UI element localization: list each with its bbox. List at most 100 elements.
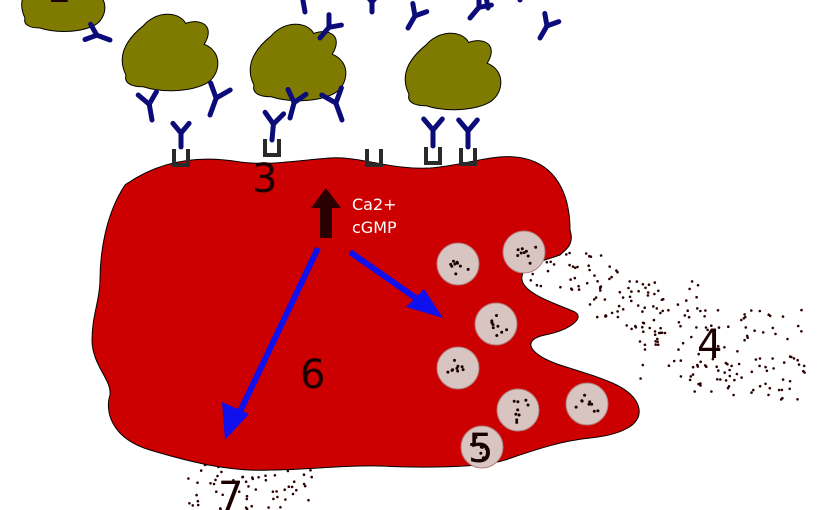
mediator-dot — [216, 474, 219, 478]
mediator-dot — [188, 502, 191, 505]
mediator-dot — [237, 490, 241, 494]
ion-label-ca: Ca2+ — [352, 195, 397, 214]
increase-arrow-head — [311, 188, 341, 208]
mediator-dot — [286, 469, 290, 473]
mediator-dot — [573, 266, 577, 270]
mediator-dot — [677, 321, 681, 324]
mediator-dot — [549, 260, 552, 264]
mediator-dot — [647, 283, 651, 287]
antibodies — [82, 0, 562, 150]
mediator-dot — [723, 371, 726, 374]
mediator-dot — [212, 482, 216, 486]
mediator-dot — [577, 284, 580, 288]
mediator-dot — [284, 498, 287, 501]
mediator-dot — [767, 393, 770, 397]
mediator-dot — [772, 367, 775, 370]
mediator-dot — [696, 283, 700, 287]
label-5: 5 — [468, 426, 493, 472]
mediator-dot — [743, 313, 746, 316]
mediator-dot — [754, 358, 758, 361]
released-mediators-4 — [529, 248, 806, 401]
mediator-dot — [588, 303, 592, 306]
mediator-dot — [220, 470, 223, 474]
mediator-dot — [641, 325, 644, 329]
mediator-dot — [287, 485, 291, 489]
mediator-dot — [716, 378, 719, 381]
mediator-dot — [774, 332, 777, 336]
mediator-dot — [796, 358, 799, 362]
mediator-dot — [245, 507, 249, 510]
mediator-dot — [737, 362, 741, 366]
mediator-dot — [264, 478, 268, 482]
mediator-dot — [634, 324, 637, 328]
mediator-dot — [599, 285, 602, 289]
label-1: 1 — [46, 0, 71, 12]
mediator-dot — [761, 331, 765, 334]
mediator-dot — [688, 378, 692, 382]
mediator-dot — [251, 476, 254, 479]
mediator-dot — [710, 390, 713, 393]
mediator-dot — [699, 309, 702, 313]
mediator-dot — [604, 314, 608, 317]
mediator-dot — [656, 343, 660, 347]
mediator-dot — [657, 289, 660, 293]
mediator-dot — [696, 363, 699, 367]
antibody — [170, 120, 192, 150]
receptor — [459, 148, 477, 166]
mediator-dot — [292, 480, 296, 484]
mediator-dot — [625, 324, 628, 327]
mediator-dot — [726, 362, 729, 366]
mediator-dot — [660, 331, 664, 335]
mediator-dot — [652, 305, 655, 308]
mediator-dot — [781, 378, 785, 381]
mediator-dot — [782, 361, 786, 364]
mediator-dot — [697, 352, 700, 356]
mediator-dot — [661, 309, 664, 313]
mediator-dot — [728, 374, 732, 378]
mediator-dot — [661, 297, 665, 301]
mediator-dot — [610, 311, 614, 315]
mediator-dot — [716, 344, 720, 348]
mediator-dot — [758, 384, 762, 388]
mediator-dot — [232, 479, 235, 482]
granule — [565, 382, 609, 426]
antibody — [317, 12, 344, 41]
granule — [502, 230, 546, 274]
mediator-dot — [704, 309, 707, 312]
mediator-dot — [279, 506, 282, 509]
mediator-dot — [653, 281, 657, 284]
mediator-dot — [196, 481, 199, 485]
mediator-dot — [596, 315, 599, 319]
mediator-dot — [599, 254, 603, 257]
mediator-dot — [764, 382, 767, 386]
mediator-dot — [638, 340, 642, 343]
granule — [436, 242, 480, 286]
mediator-dot — [587, 264, 590, 268]
mediator-dot — [758, 357, 762, 360]
mediator-dot — [630, 290, 633, 293]
mediator-dot — [696, 307, 699, 310]
mediator-dot — [690, 335, 693, 339]
mediator-dot — [307, 498, 310, 502]
antibody — [135, 89, 159, 123]
mediator-dot — [616, 315, 620, 319]
mediator-dot — [689, 375, 693, 378]
mediator-dot — [719, 378, 722, 381]
antigens — [21, 0, 502, 111]
mediator-dot — [695, 326, 698, 329]
mediator-dot — [703, 315, 706, 318]
mediator-dot — [209, 482, 212, 485]
antigen — [404, 32, 502, 111]
mediator-dot — [199, 469, 203, 472]
label-4: 4 — [697, 322, 722, 368]
mediator-dot — [743, 338, 746, 342]
mediator-dot — [663, 331, 667, 335]
mediator-dot — [752, 388, 755, 392]
mediator-dot — [693, 390, 696, 393]
mediator-dot — [656, 340, 659, 344]
mediator-dot — [781, 396, 784, 400]
mediator-dot — [636, 304, 640, 307]
mediator-dot — [768, 386, 772, 390]
mediator-dot — [584, 252, 588, 255]
mediator-dot — [628, 280, 631, 283]
